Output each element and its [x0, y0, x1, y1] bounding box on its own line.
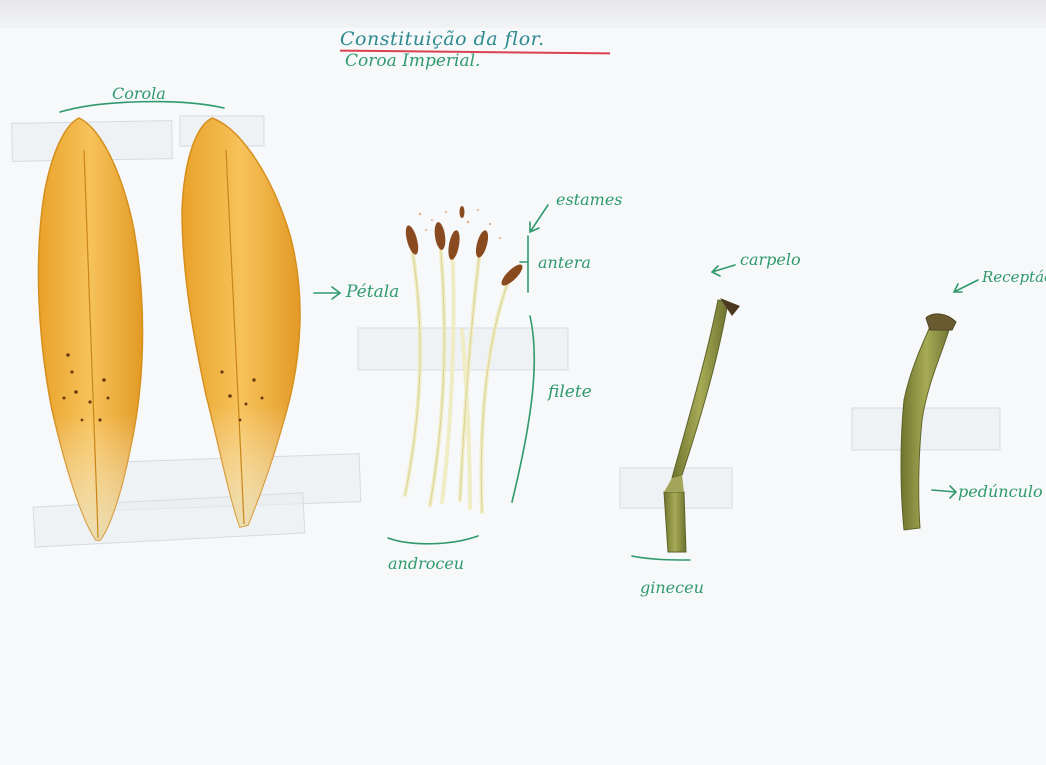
label-filete: filete	[548, 384, 592, 401]
label-androceu: androceu	[388, 556, 464, 572]
label-receptaculo: Receptáculo	[982, 270, 1046, 285]
label-pedunculo: pedúnculo	[958, 484, 1043, 500]
label-estames: estames	[556, 192, 623, 208]
stamens	[405, 240, 512, 512]
adhesive-tape	[12, 116, 1000, 547]
label-antera: antera	[538, 255, 591, 271]
label-gineceu: gineceu	[640, 580, 704, 596]
carpel	[664, 298, 740, 552]
label-petala: Pétala	[346, 284, 399, 301]
label-carpelo: carpelo	[740, 252, 801, 268]
label-corola: Corola	[112, 86, 166, 102]
anthers	[403, 206, 525, 288]
